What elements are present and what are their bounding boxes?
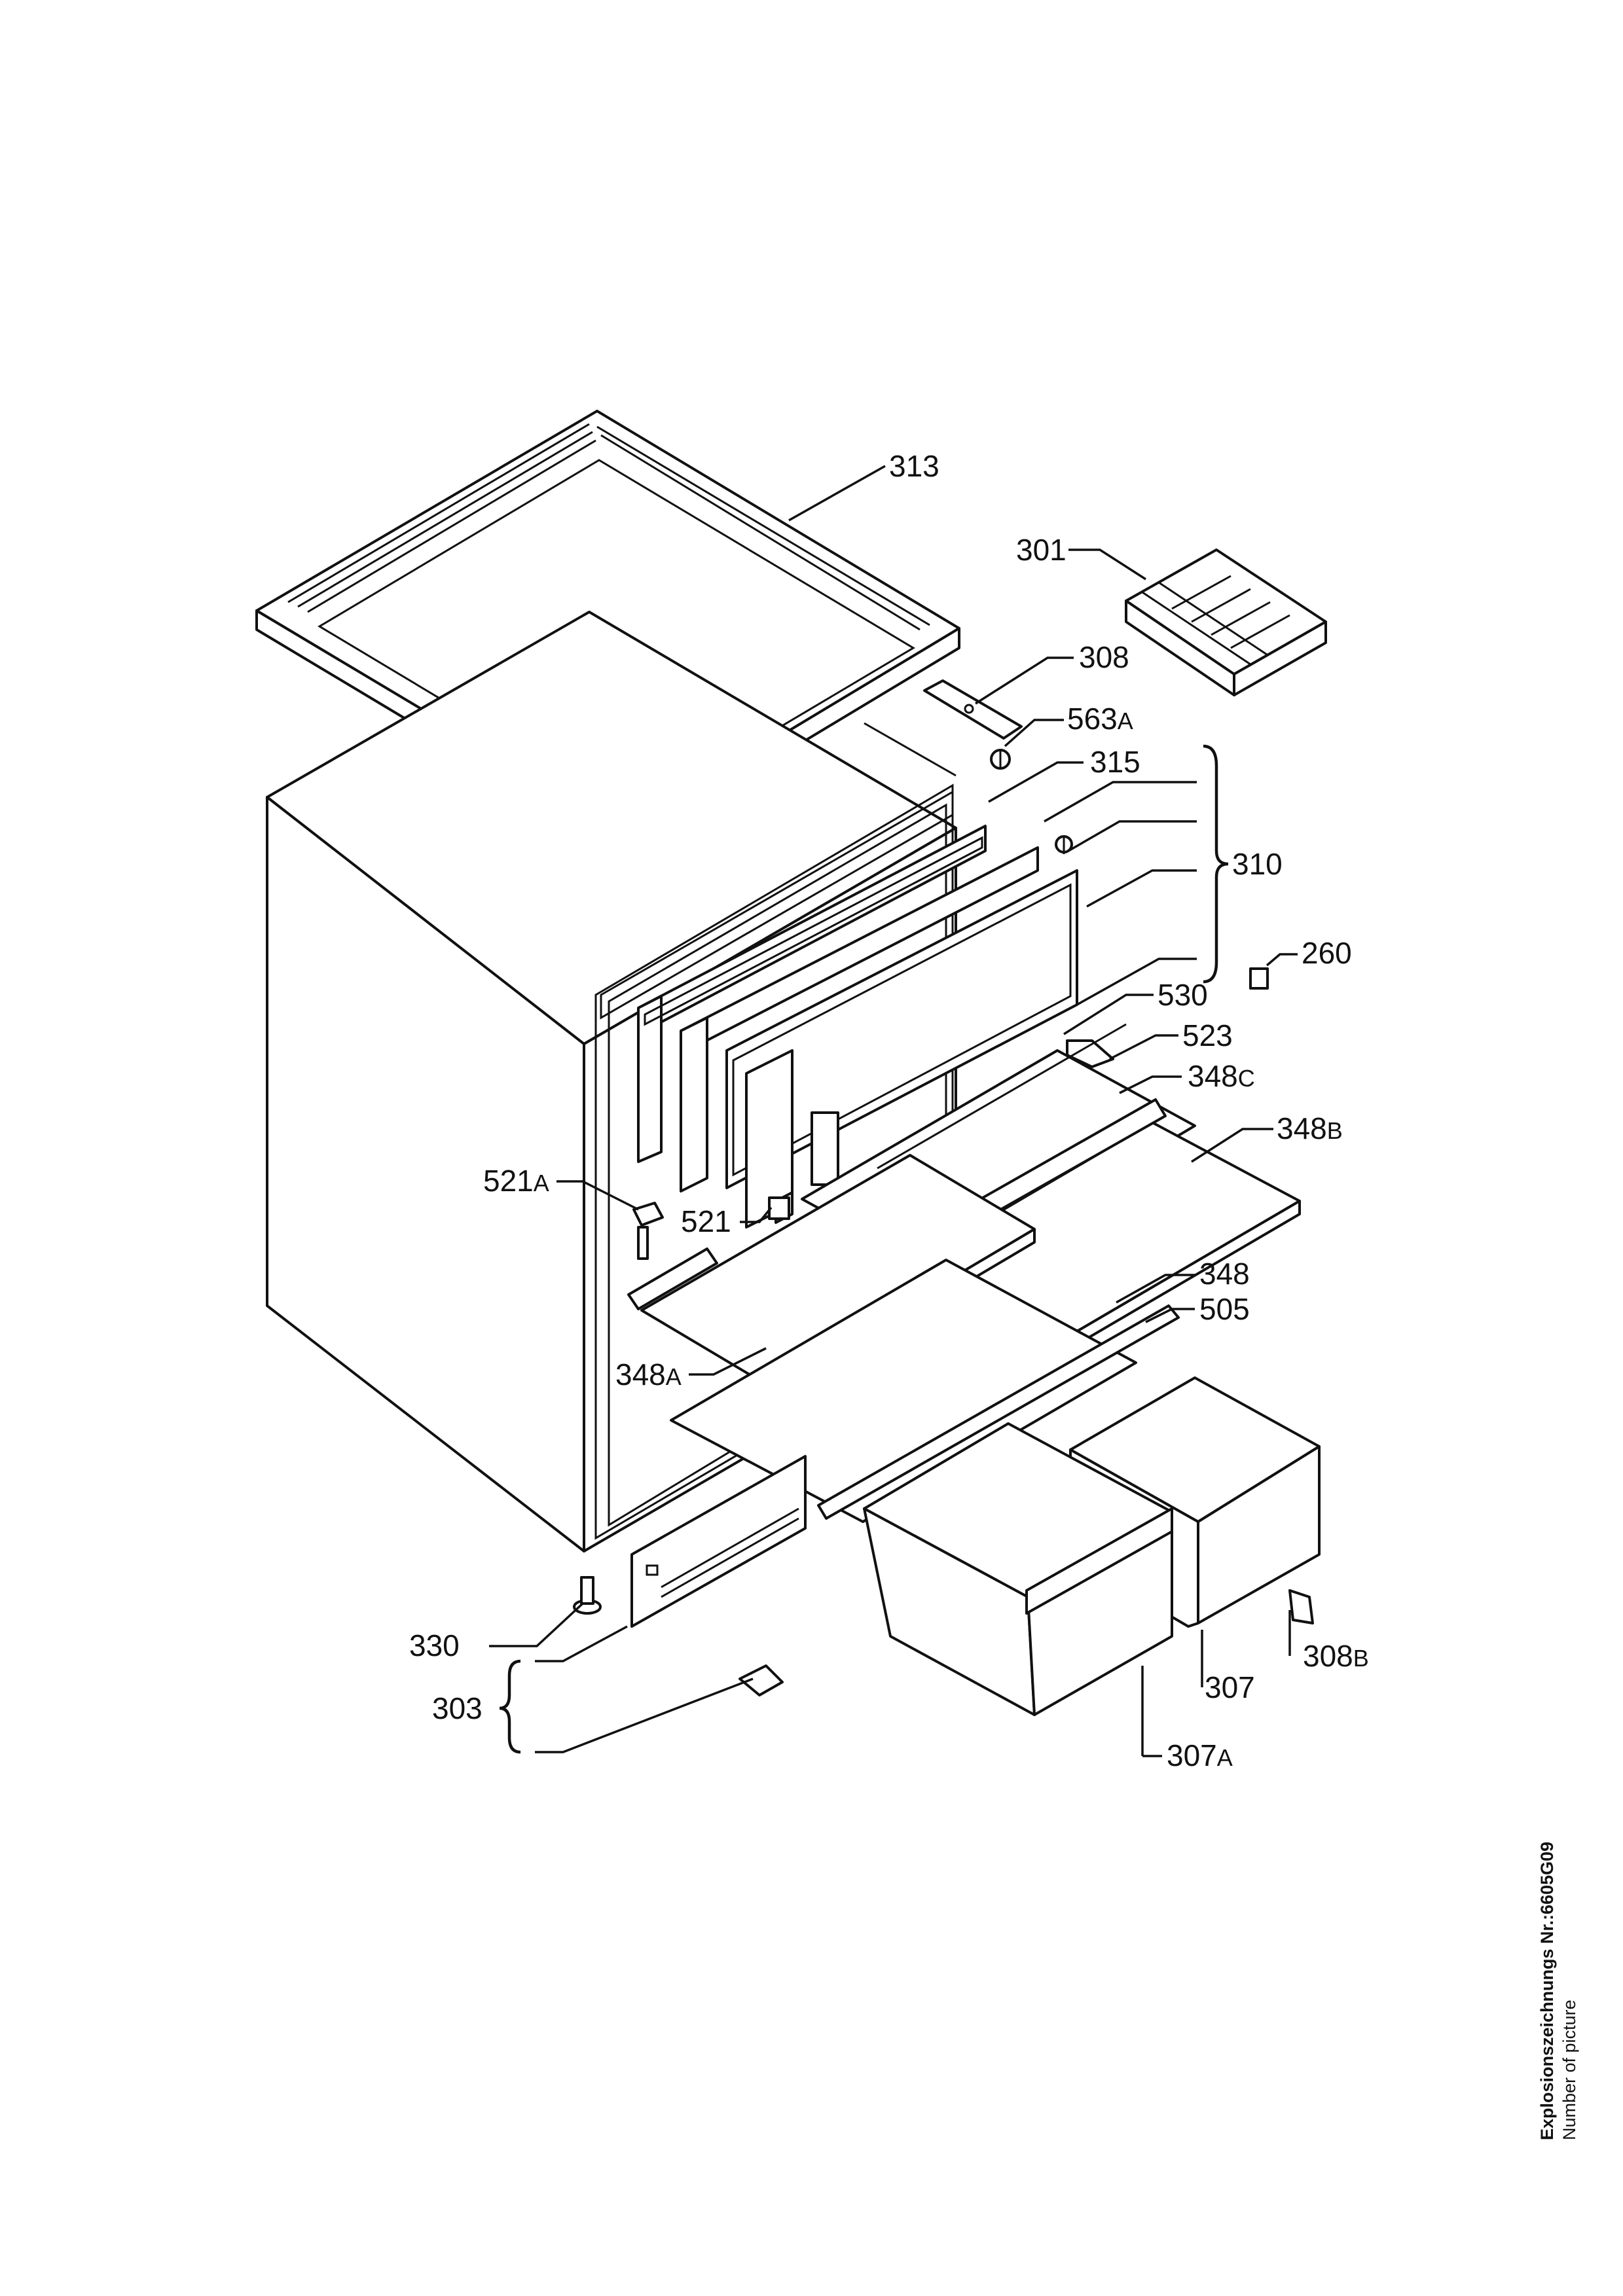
callout-307: 307 (1205, 1670, 1255, 1704)
callout-348: 348 (1199, 1257, 1250, 1291)
picture-number-title: Explosionszeichnungs Nr.:6605G09 (1537, 1842, 1557, 2140)
brace-303 (499, 1659, 521, 1754)
part-330-foot (573, 1576, 602, 1615)
part-307a-crisper (863, 1422, 1173, 1716)
callout-523: 523 (1182, 1018, 1233, 1052)
callout-260: 260 (1302, 936, 1352, 970)
callout-521: 521 (681, 1204, 731, 1238)
part-521-switch (768, 1196, 790, 1220)
callout-521a: 521A (483, 1164, 549, 1198)
callout-505: 505 (1199, 1292, 1250, 1326)
callout-308: 308 (1079, 640, 1129, 674)
callout-307a: 307A (1167, 1738, 1233, 1772)
part-563a-screw-lower (1055, 835, 1073, 854)
callout-563a: 563A (1067, 702, 1133, 736)
picture-number-subtitle: Number of picture (1559, 2000, 1579, 2140)
callout-348c: 348C (1188, 1059, 1255, 1093)
part-260-clip (1249, 967, 1269, 990)
part-308b-hinge (1288, 1589, 1314, 1624)
callout-301: 301 (1016, 533, 1067, 567)
part-303-kickplate (630, 1455, 807, 1628)
picture-number-block: Explosionszeichnungs Nr.:6605G09 Number … (1537, 1842, 1579, 2140)
part-308-bracket (923, 679, 1023, 740)
part-563a-screw (990, 749, 1011, 770)
callout-348a: 348A (615, 1357, 682, 1391)
brace-310 (1203, 744, 1229, 984)
part-523-lamp-holder (1066, 1039, 1114, 1068)
callout-310: 310 (1232, 847, 1283, 881)
callout-315: 315 (1090, 745, 1140, 779)
part-505-shelf-trim (817, 1304, 1180, 1520)
callout-308b: 308B (1303, 1639, 1369, 1673)
part-521a-knob (632, 1202, 664, 1260)
part-301-ice-tray (1125, 548, 1327, 696)
callout-530: 530 (1158, 978, 1208, 1012)
callout-348b: 348B (1277, 1111, 1343, 1145)
part-303-hinge (739, 1664, 784, 1696)
callout-313: 313 (889, 449, 939, 483)
leader-lines (489, 465, 1298, 1757)
callout-303: 303 (432, 1691, 483, 1725)
callout-330: 330 (409, 1628, 460, 1662)
part-315-door-frame (637, 825, 987, 1163)
